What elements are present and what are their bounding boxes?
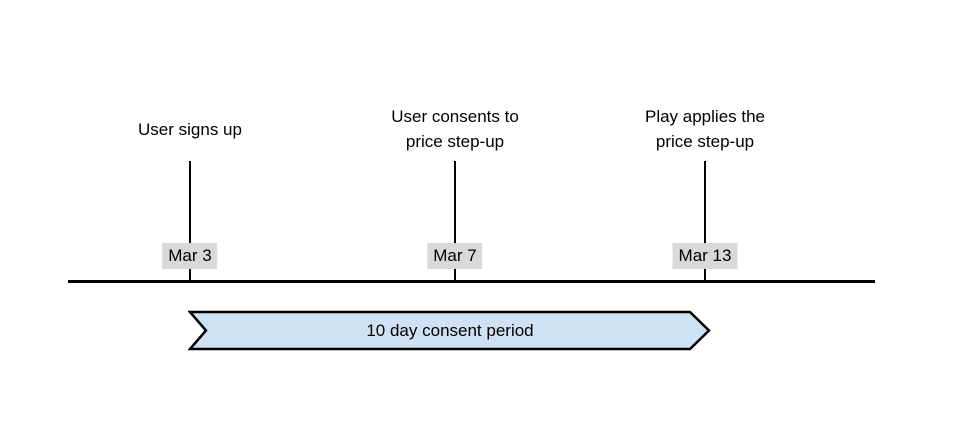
event-tick-line [189, 161, 191, 283]
consent-period-ribbon-shape [188, 310, 711, 351]
consent-period-ribbon [188, 310, 711, 351]
consent-period-label: 10 day consent period [366, 320, 534, 340]
event-tick-line [454, 161, 456, 283]
event-tick-line [704, 161, 706, 283]
date-label-mar-3: Mar 3 [162, 243, 218, 269]
timeline-axis-line [68, 280, 875, 283]
event-title-play-applies: Play applies the price step-up [644, 107, 766, 151]
date-label-mar-7: Mar 7 [427, 243, 483, 269]
date-label-mar-13: Mar 13 [672, 243, 738, 269]
event-title-user-signs-up: User signs up [138, 119, 242, 139]
event-title-user-consents: User consents to price step-up [391, 107, 519, 151]
